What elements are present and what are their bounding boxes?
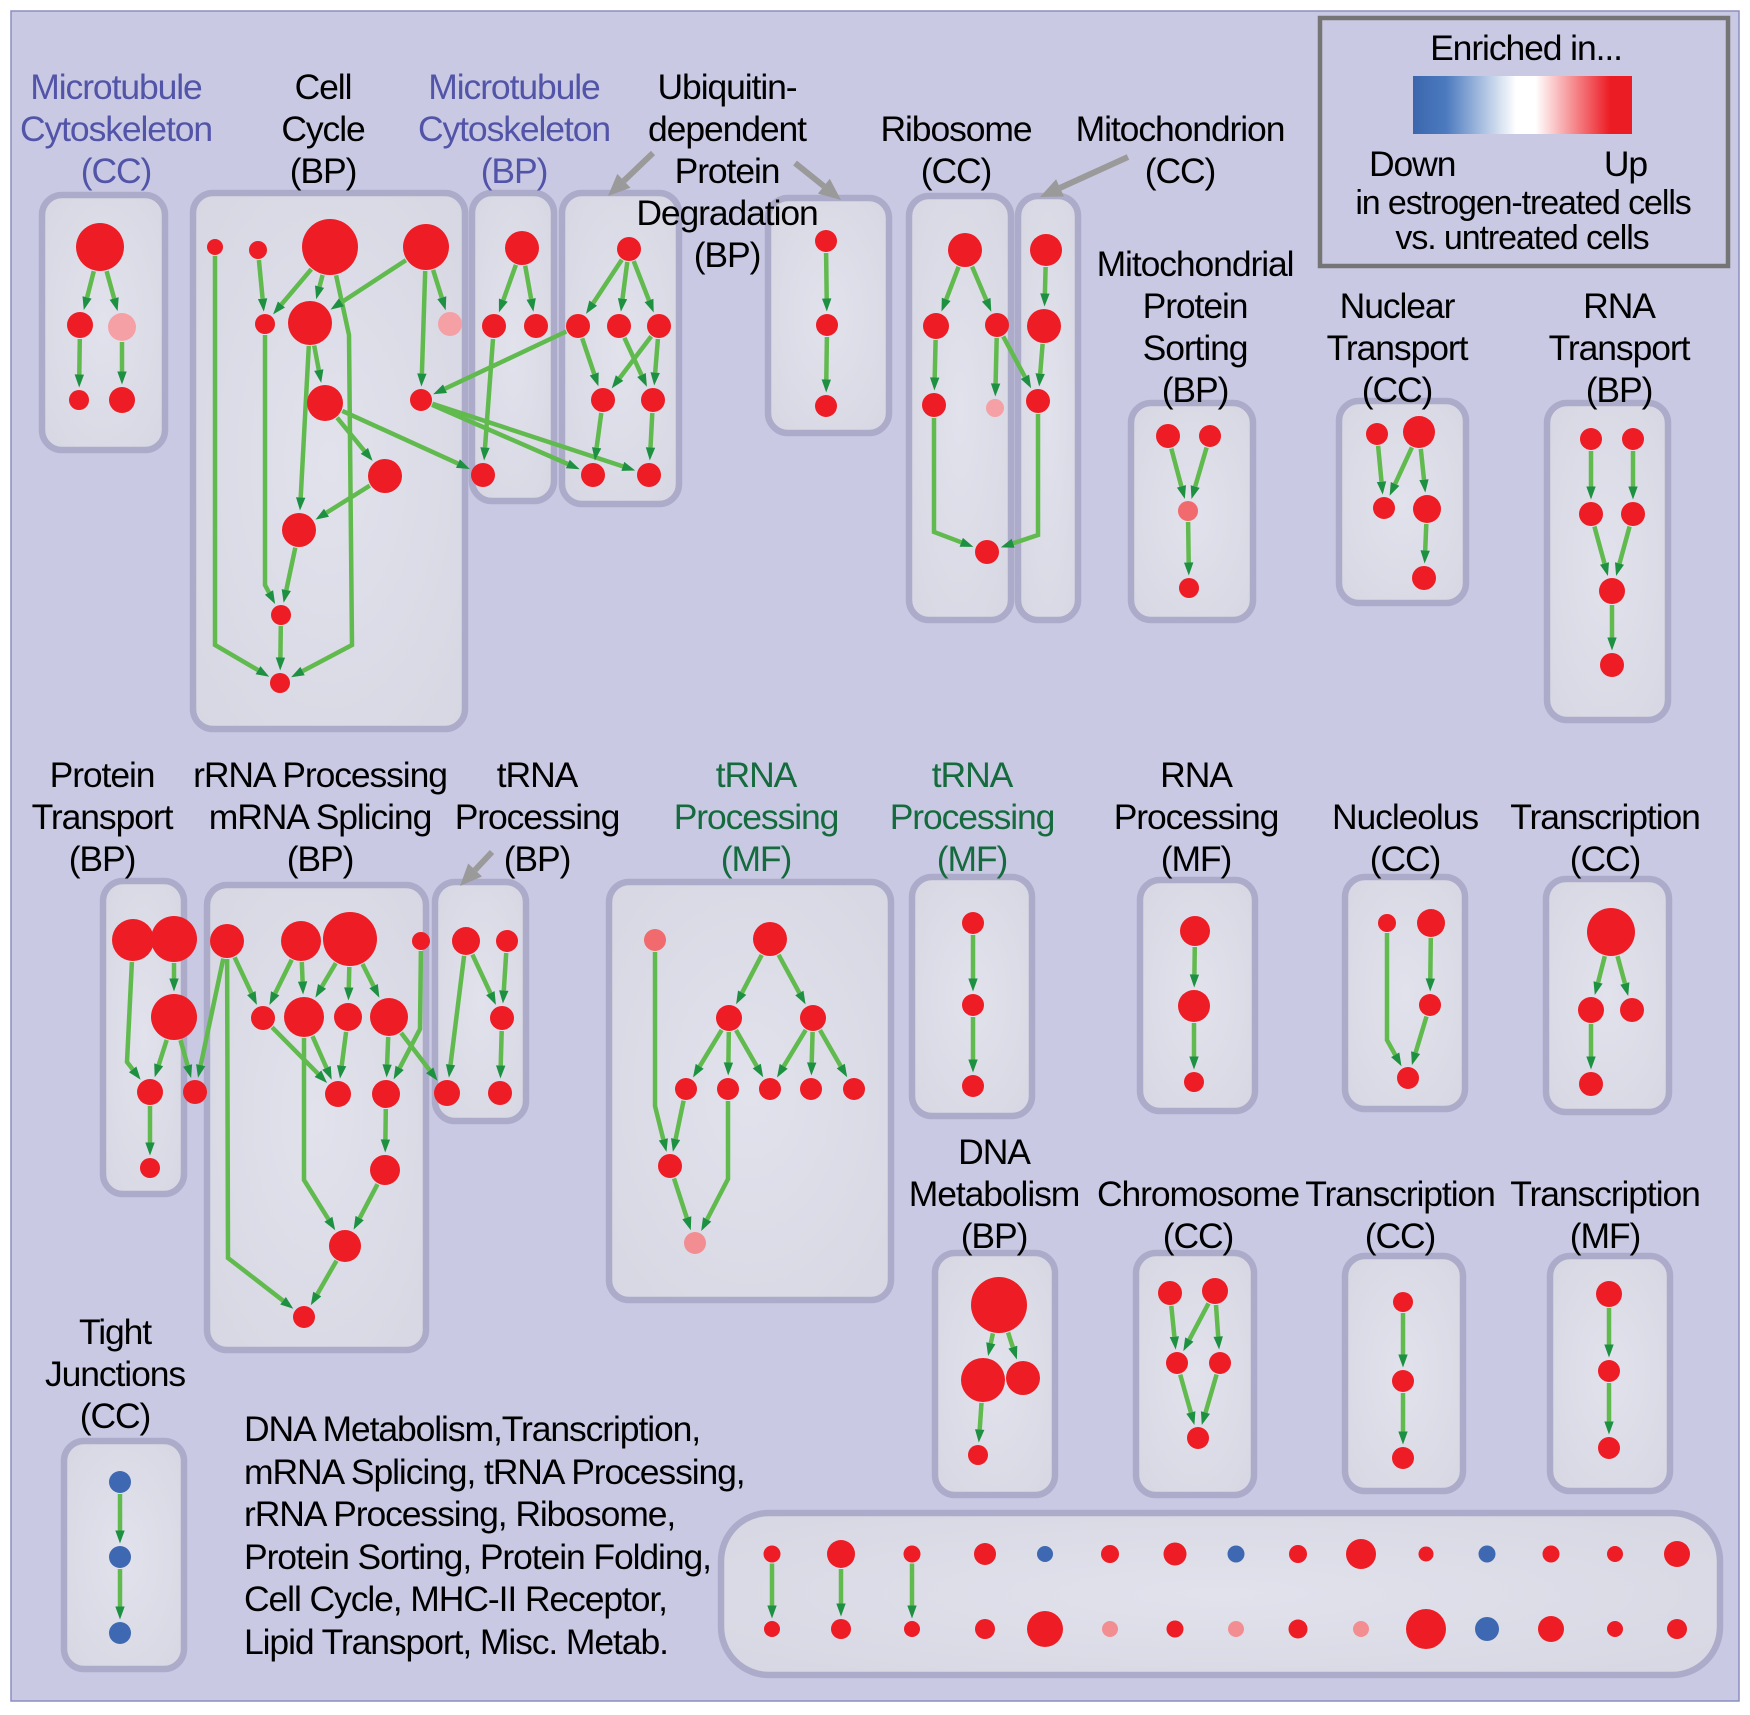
svg-text:Nuclear: Nuclear <box>1340 286 1456 326</box>
svg-text:DNA: DNA <box>958 1132 1031 1172</box>
svg-text:Junctions: Junctions <box>45 1354 185 1394</box>
svg-text:in estrogen-treated cells: in estrogen-treated cells <box>1355 184 1690 222</box>
svg-text:Ribosome: Ribosome <box>880 109 1031 149</box>
svg-text:DNA Metabolism,Transcription,: DNA Metabolism,Transcription, <box>244 1409 700 1449</box>
svg-text:RNA: RNA <box>1583 286 1656 326</box>
svg-text:Processing: Processing <box>890 797 1055 837</box>
svg-text:(CC): (CC) <box>1370 839 1441 879</box>
svg-text:Lipid Transport, Misc. Metab.: Lipid Transport, Misc. Metab. <box>244 1622 668 1662</box>
svg-text:Sorting: Sorting <box>1143 328 1248 368</box>
svg-text:(BP): (BP) <box>290 151 357 191</box>
svg-text:(CC): (CC) <box>80 1396 151 1436</box>
svg-text:tRNA: tRNA <box>497 755 579 795</box>
svg-text:Up: Up <box>1604 144 1648 184</box>
svg-text:Metabolism: Metabolism <box>909 1174 1080 1214</box>
svg-text:(CC): (CC) <box>1365 1216 1436 1256</box>
svg-text:tRNA: tRNA <box>932 755 1014 795</box>
svg-text:(BP): (BP) <box>69 839 136 879</box>
svg-text:rRNA Processing, Ribosome,: rRNA Processing, Ribosome, <box>244 1494 675 1534</box>
svg-text:(BP): (BP) <box>961 1216 1028 1256</box>
svg-text:(CC): (CC) <box>81 151 152 191</box>
svg-text:tRNA: tRNA <box>716 755 798 795</box>
svg-text:rRNA Processing: rRNA Processing <box>193 755 447 795</box>
svg-text:(CC): (CC) <box>1163 1216 1234 1256</box>
svg-text:Transport: Transport <box>32 797 174 837</box>
svg-text:Down: Down <box>1369 144 1455 184</box>
svg-text:Protein: Protein <box>50 755 155 795</box>
svg-text:(MF): (MF) <box>1161 839 1232 879</box>
svg-text:Microtubule: Microtubule <box>30 67 202 107</box>
svg-text:(MF): (MF) <box>1570 1216 1641 1256</box>
svg-text:Transcription: Transcription <box>1510 797 1700 837</box>
svg-text:Ubiquitin-: Ubiquitin- <box>658 67 797 107</box>
svg-text:Nucleolus: Nucleolus <box>1332 797 1478 837</box>
svg-text:Cycle: Cycle <box>281 109 365 149</box>
svg-text:mRNA Splicing: mRNA Splicing <box>209 797 431 837</box>
svg-text:Microtubule: Microtubule <box>428 67 600 107</box>
svg-text:vs. untreated cells: vs. untreated cells <box>1395 219 1648 257</box>
svg-text:Transcription: Transcription <box>1305 1174 1495 1214</box>
svg-text:Mitochondrion: Mitochondrion <box>1076 109 1285 149</box>
svg-text:Transport: Transport <box>1327 328 1469 368</box>
svg-text:(BP): (BP) <box>504 839 571 879</box>
svg-text:(CC): (CC) <box>1362 370 1433 410</box>
svg-text:Enriched in...: Enriched in... <box>1430 28 1622 68</box>
svg-text:Cell Cycle, MHC-II Receptor,: Cell Cycle, MHC-II Receptor, <box>244 1579 667 1619</box>
svg-text:Degradation: Degradation <box>636 193 817 233</box>
svg-text:RNA: RNA <box>1160 755 1233 795</box>
svg-text:Transcription: Transcription <box>1510 1174 1700 1214</box>
svg-text:(CC): (CC) <box>1570 839 1641 879</box>
svg-text:Protein: Protein <box>675 151 780 191</box>
svg-text:(BP): (BP) <box>481 151 548 191</box>
svg-text:Cytoskeleton: Cytoskeleton <box>418 109 610 149</box>
svg-text:Chromosome: Chromosome <box>1097 1174 1299 1214</box>
svg-text:(MF): (MF) <box>721 839 792 879</box>
svg-text:Protein: Protein <box>1143 286 1248 326</box>
svg-text:Cell: Cell <box>295 67 352 107</box>
svg-text:Mitochondrial: Mitochondrial <box>1097 244 1294 284</box>
svg-text:(CC): (CC) <box>1145 151 1216 191</box>
svg-text:Processing: Processing <box>1114 797 1279 837</box>
svg-text:Cytoskeleton: Cytoskeleton <box>20 109 212 149</box>
svg-text:(BP): (BP) <box>1162 370 1229 410</box>
svg-text:Tight: Tight <box>79 1312 152 1352</box>
svg-text:(MF): (MF) <box>937 839 1008 879</box>
svg-text:(BP): (BP) <box>287 839 354 879</box>
svg-text:Transport: Transport <box>1549 328 1691 368</box>
svg-text:(BP): (BP) <box>1586 370 1653 410</box>
svg-text:dependent: dependent <box>648 109 807 149</box>
svg-text:mRNA Splicing, tRNA Processing: mRNA Splicing, tRNA Processing, <box>244 1452 745 1492</box>
svg-text:Processing: Processing <box>455 797 620 837</box>
svg-text:(CC): (CC) <box>921 151 992 191</box>
svg-text:Protein Sorting, Protein Foldi: Protein Sorting, Protein Folding, <box>244 1537 711 1577</box>
svg-text:Processing: Processing <box>674 797 839 837</box>
svg-text:(BP): (BP) <box>694 235 761 275</box>
